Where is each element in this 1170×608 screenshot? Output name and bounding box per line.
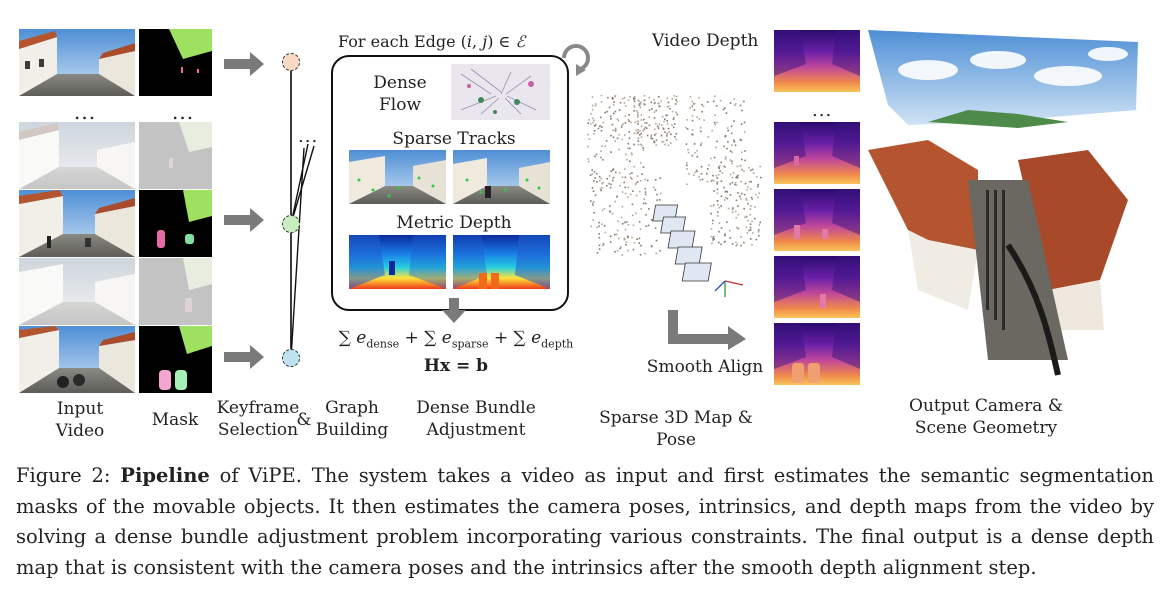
mask-label: Mask — [151, 410, 199, 430]
ellipsis: ... — [298, 126, 319, 147]
sparse-tracks-label: Sparse Tracks — [392, 129, 516, 149]
dense-flow-image — [451, 64, 550, 120]
video-frame-image — [19, 122, 135, 189]
arrow-icon — [224, 52, 264, 369]
caption-bold: Pipeline — [120, 464, 210, 487]
sparse-map-label: Sparse 3D Map & Pose — [599, 408, 753, 450]
graph-building-label: Graph Building — [315, 398, 389, 440]
keyframe-node — [282, 53, 300, 71]
video-frame-image — [19, 258, 135, 325]
down-arrow-icon — [442, 298, 466, 323]
keyframe-node — [282, 349, 300, 367]
mask-image — [139, 326, 212, 393]
mask-image — [139, 29, 212, 96]
mask-image — [139, 190, 212, 257]
ellipsis: ... — [172, 100, 195, 124]
keyframe-selection-label: Keyframe Selection — [216, 398, 300, 440]
sparse-tracks-image — [349, 150, 446, 204]
depth-map-image — [774, 189, 860, 251]
smooth-align-label: Smooth Align — [646, 357, 764, 377]
caption-prefix: Figure 2: — [16, 464, 121, 487]
mask-image — [139, 122, 212, 189]
keyframe-node — [282, 215, 300, 233]
video-frame-image — [19, 326, 135, 393]
sparse-tracks-image — [453, 150, 550, 204]
input-video-label: Input Video — [55, 399, 105, 441]
depth-map-image — [774, 122, 860, 184]
ba-equation-cost: ∑ edense + ∑ esparse + ∑ edepth — [338, 328, 574, 351]
video-depth-label: Video Depth — [652, 31, 759, 51]
dense-ba-label: Dense Bundle Adjustment — [416, 398, 536, 440]
ba-equation-linear: Hx = b — [423, 356, 489, 376]
edge-loop-header: For each Edge (i, j) ∈ ℰ — [338, 32, 526, 51]
dense-flow-label: Dense Flow — [373, 73, 427, 115]
smooth-align-arrow-icon — [668, 310, 746, 350]
depth-map-image — [774, 256, 860, 318]
video-frame-image — [19, 29, 135, 96]
ellipsis: ... — [812, 100, 833, 121]
loop-arrow-icon — [562, 44, 590, 76]
sparse-point-cloud-image — [587, 95, 762, 297]
caption-text: of ViPE. The system takes a video as inp… — [16, 464, 1154, 579]
keyframe-graph — [290, 62, 315, 359]
ampersand-label: & — [296, 410, 312, 430]
depth-map-image — [774, 323, 860, 385]
metric-depth-label: Metric Depth — [396, 213, 512, 233]
metric-depth-image — [349, 235, 446, 289]
ellipsis: ... — [74, 100, 97, 124]
video-frame-image — [19, 190, 135, 257]
output-scene-geometry-image — [868, 30, 1138, 376]
figure-caption: Figure 2: Pipeline of ViPE. The system t… — [16, 461, 1154, 583]
output-label: Output Camera & Scene Geometry — [909, 396, 1063, 438]
metric-depth-image — [453, 235, 550, 289]
mask-image — [139, 258, 212, 325]
depth-map-image — [774, 30, 860, 92]
